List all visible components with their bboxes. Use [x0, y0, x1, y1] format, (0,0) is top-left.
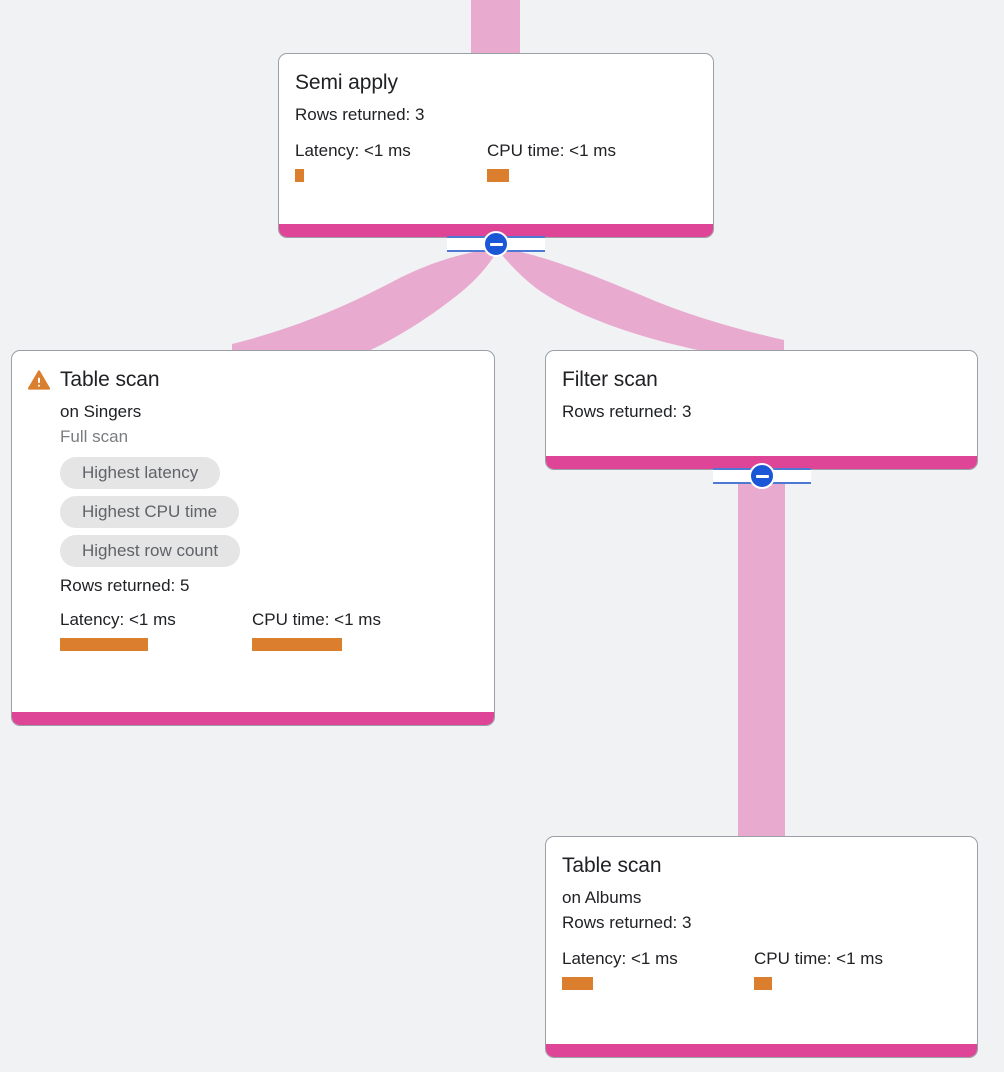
node-table-scan-singers-body: Table scan on Singers Full scan Highest … — [12, 351, 494, 712]
metric-cpu-time-bar — [252, 638, 342, 651]
metric-latency-bar — [60, 638, 148, 651]
toggle-filter-scan[interactable]: expanded — [713, 463, 811, 489]
node-semi-apply-title-row: Semi apply — [295, 70, 697, 96]
node-subtitle: on Singers — [60, 402, 142, 421]
node-metrics: Latency: <1 ms CPU time: <1 ms — [562, 949, 961, 990]
node-badge-list: Highest latency Highest CPU time Highest… — [28, 457, 478, 567]
edge-filter-scan-to-table-scan-albums — [738, 478, 785, 838]
collapse-minus-icon[interactable] — [483, 231, 509, 257]
metric-cpu-time-label: CPU time: <1 ms — [487, 141, 616, 160]
node-scan-type: Full scan — [60, 427, 129, 446]
warning-triangle-icon — [28, 370, 50, 390]
metric-cpu-time-label: CPU time: <1 ms — [252, 610, 381, 629]
node-filter-scan[interactable]: Filter scan Rows returned: 3 — [545, 350, 978, 470]
node-metrics: Latency: <1 ms CPU time: <1 ms — [28, 610, 478, 651]
metric-cpu-time-bar — [487, 169, 509, 182]
node-filter-scan-body: Filter scan Rows returned: 3 — [546, 351, 977, 456]
node-title: Table scan — [60, 368, 160, 391]
node-table-scan-singers-title-row: Table scan — [28, 367, 478, 393]
node-table-scan-albums[interactable]: Table scan on Albums Rows returned: 3 La… — [545, 836, 978, 1058]
badge-highest-cpu-time: Highest CPU time — [60, 496, 240, 528]
node-table-scan-albums-body: Table scan on Albums Rows returned: 3 La… — [546, 837, 977, 1044]
toggle-semi-apply[interactable]: expanded — [447, 231, 545, 257]
metric-latency-label: Latency: <1 ms — [60, 610, 176, 629]
node-rows-returned: Rows returned: 5 — [60, 576, 190, 595]
node-title: Table scan — [562, 854, 662, 877]
metric-latency: Latency: <1 ms — [295, 141, 487, 182]
node-semi-apply-body: Semi apply Rows returned: 3 Latency: <1 … — [279, 54, 713, 224]
metric-latency: Latency: <1 ms — [562, 949, 754, 990]
badge-highest-latency: Highest latency — [60, 457, 221, 489]
node-table-scan-singers[interactable]: Table scan on Singers Full scan Highest … — [11, 350, 495, 726]
node-accent-footer — [12, 712, 494, 725]
node-rows-returned: Rows returned: 3 — [295, 105, 425, 124]
node-table-scan-albums-title-row: Table scan — [562, 853, 961, 879]
node-metrics: Latency: <1 ms CPU time: <1 ms — [295, 141, 697, 182]
badge-highest-row-count: Highest row count — [60, 535, 241, 567]
edge-semi-apply-to-filter-scan — [498, 248, 784, 358]
node-subtitle: on Albums — [562, 888, 642, 907]
toggle-state-label: expanded — [447, 231, 448, 232]
node-title: Filter scan — [562, 368, 658, 391]
metric-cpu-time-label: CPU time: <1 ms — [754, 949, 883, 968]
metric-cpu-time: CPU time: <1 ms — [754, 949, 883, 990]
metric-latency: Latency: <1 ms — [60, 610, 252, 651]
edge-semi-apply-to-table-scan-singers — [232, 248, 498, 352]
node-rows-returned: Rows returned: 3 — [562, 402, 692, 421]
toggle-state-label: expanded — [713, 463, 714, 464]
metric-cpu-time-bar — [754, 977, 772, 990]
node-semi-apply[interactable]: Semi apply Rows returned: 3 Latency: <1 … — [278, 53, 714, 238]
node-rows-returned: Rows returned: 3 — [562, 913, 692, 932]
metric-latency-bar — [295, 169, 304, 182]
metric-cpu-time: CPU time: <1 ms — [252, 610, 381, 651]
edge-root-inbound — [471, 0, 520, 53]
metric-cpu-time: CPU time: <1 ms — [487, 141, 616, 182]
node-accent-footer — [546, 1044, 977, 1057]
collapse-minus-icon[interactable] — [749, 463, 775, 489]
metric-latency-label: Latency: <1 ms — [562, 949, 678, 968]
metric-latency-bar — [562, 977, 593, 990]
node-filter-scan-title-row: Filter scan — [562, 367, 961, 393]
node-title: Semi apply — [295, 71, 398, 94]
metric-latency-label: Latency: <1 ms — [295, 141, 411, 160]
